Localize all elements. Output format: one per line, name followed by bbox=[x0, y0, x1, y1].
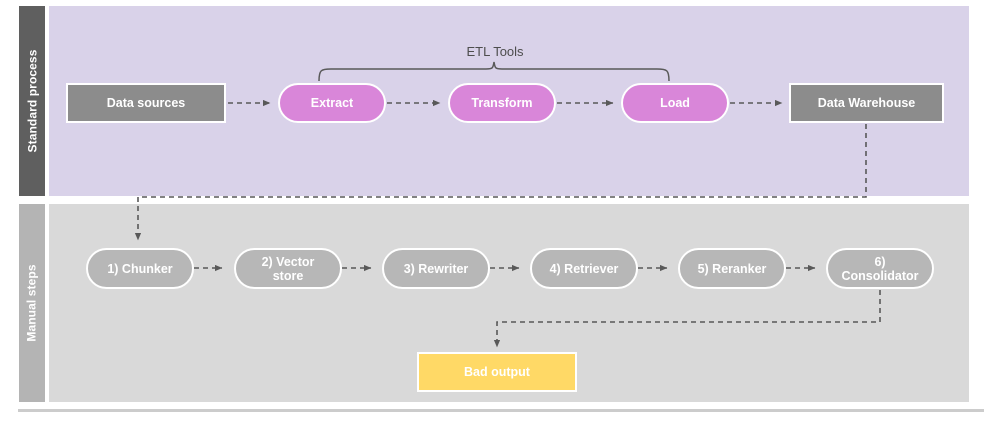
node-retriever[interactable]: 4) Retriever bbox=[530, 248, 638, 289]
node-consolidator-line2: Consolidator bbox=[841, 268, 919, 283]
lane-label-standard-process-text: Standard process bbox=[25, 49, 39, 153]
node-transform[interactable]: Transform bbox=[448, 83, 556, 123]
node-data-sources[interactable]: Data sources bbox=[66, 83, 226, 123]
node-vector-store-line1: 2) Vector bbox=[261, 254, 315, 269]
lane-label-manual-steps: Manual steps bbox=[18, 203, 46, 403]
node-vector-store[interactable]: 2) Vector store bbox=[234, 248, 342, 289]
node-consolidator-line1: 6) bbox=[874, 254, 886, 269]
lane-label-manual-steps-text: Manual steps bbox=[25, 264, 40, 342]
node-vector-store-line2: store bbox=[272, 268, 304, 283]
node-data-warehouse[interactable]: Data Warehouse bbox=[789, 83, 944, 123]
node-rewriter[interactable]: 3) Rewriter bbox=[382, 248, 490, 289]
lane-label-standard-process: Standard process bbox=[18, 5, 46, 197]
node-bad-output[interactable]: Bad output bbox=[417, 352, 577, 392]
etl-tools-label: ETL Tools bbox=[466, 44, 524, 59]
node-load[interactable]: Load bbox=[621, 83, 729, 123]
node-consolidator[interactable]: 6) Consolidator bbox=[826, 248, 934, 289]
node-reranker[interactable]: 5) Reranker bbox=[678, 248, 786, 289]
node-extract[interactable]: Extract bbox=[278, 83, 386, 123]
node-chunker[interactable]: 1) Chunker bbox=[86, 248, 194, 289]
bottom-divider bbox=[18, 409, 984, 412]
